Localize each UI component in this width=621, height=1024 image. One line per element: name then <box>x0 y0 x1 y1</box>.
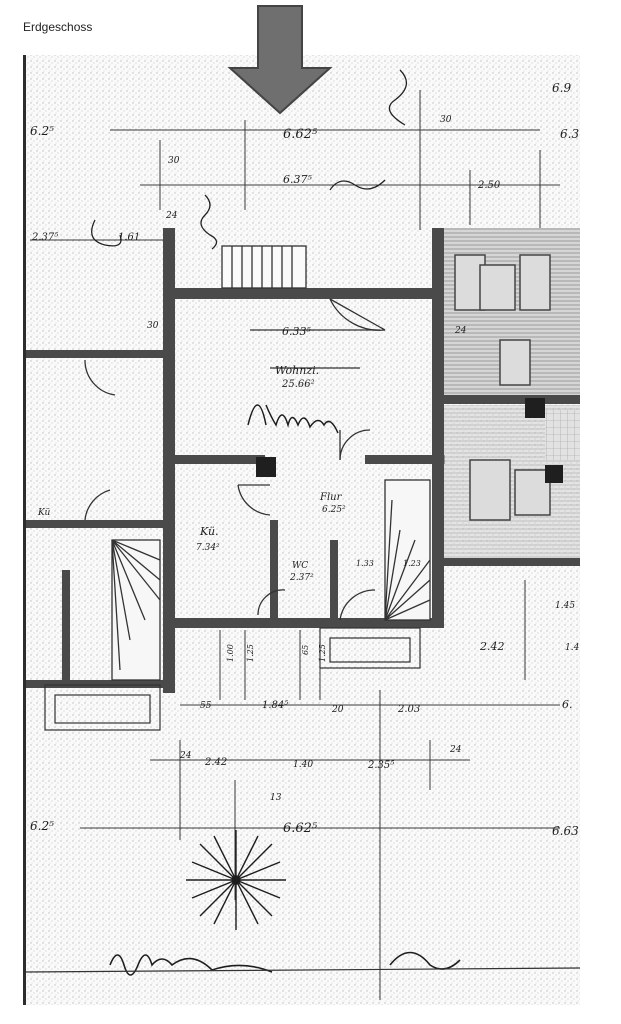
right-house-furniture <box>454 254 551 521</box>
dim-24-lower-right: 24 <box>449 745 462 755</box>
room-label-kueche: Kü. <box>199 525 219 538</box>
living-room-details <box>250 329 380 369</box>
walls-center-house <box>163 228 445 693</box>
room-area-wc: 2.37² <box>289 573 314 583</box>
dim-24-lower: 24 <box>179 751 192 761</box>
internal-doors <box>84 359 376 621</box>
room-label-flur: Flur <box>319 492 343 503</box>
dim-1-845: 1.84⁵ <box>262 700 288 711</box>
dim-2-03: 2.03 <box>397 704 420 715</box>
spiral-stair-center <box>384 479 431 621</box>
dim-30-left: 30 <box>147 321 159 331</box>
walls-left-house <box>26 350 166 688</box>
chimney-center <box>256 457 276 477</box>
dim-1-45: 1.45 <box>555 601 575 611</box>
room-area-wohnzimmer: 25.66² <box>281 379 315 390</box>
dim-2-42-right: 2.42 <box>479 640 505 653</box>
dim-24-mid: 24 <box>454 326 467 336</box>
dim-1-61: 1.61 <box>118 232 140 243</box>
dim-6-25-left: 6.2⁵ <box>30 819 54 833</box>
dim-1-40: 1.40 <box>293 760 313 770</box>
dim-55: 55 <box>200 701 212 711</box>
dim-13: 13 <box>270 793 282 803</box>
scribble-top-left <box>91 194 218 250</box>
scan-left-edge <box>23 55 26 1005</box>
dim-2-37: 2.37⁵ <box>31 232 58 243</box>
dim-1-25: 1.25 <box>246 644 255 662</box>
dim-2-42: 2.42 <box>204 757 227 768</box>
room-label-wc: WC <box>292 561 308 571</box>
dim-6-6-right: 6.63 <box>552 824 579 838</box>
dimension-lines-top <box>30 90 560 241</box>
bottom-rule <box>25 967 581 973</box>
dim-1-23: 1.23 <box>403 559 421 568</box>
room-area-kueche: 7.34² <box>196 543 220 553</box>
top-stair <box>221 245 307 289</box>
room-label-wohnzimmer: Wohnzi. <box>275 364 319 377</box>
handwritten-note <box>247 404 339 434</box>
dim-24-upper: 24 <box>165 211 178 221</box>
dim-2-35: 2.35⁵ <box>367 760 394 771</box>
neighbor-label: Kü <box>37 508 51 518</box>
dim-living-width: 6.33⁵ <box>282 325 311 338</box>
page-title: Erdgeschoss <box>23 20 93 34</box>
dimension-lines-bottom <box>80 580 560 1000</box>
dim-20: 20 <box>331 705 344 715</box>
signature-scribble <box>109 951 461 976</box>
room-area-flur: 6.25² <box>322 505 346 515</box>
spiral-stair-left <box>111 539 161 681</box>
dim-top-center-1: 6.62⁵ <box>283 127 318 142</box>
dim-2-50: 2.50 <box>477 180 501 191</box>
dim-6-62-bottom: 6.62⁵ <box>283 821 318 836</box>
compass-icon <box>186 830 286 930</box>
chimney-right-top <box>525 398 545 418</box>
scribble-top-right <box>329 69 407 191</box>
dim-6-right-mid: 6. <box>562 698 573 711</box>
dim-top-right-2: 6.3 <box>560 127 579 141</box>
dim-65: 65 <box>301 645 310 655</box>
dim-1-4: 1.4 <box>565 643 580 653</box>
dim-1-25b: 1.25 <box>318 644 327 662</box>
dim-top-center-2: 6.37⁵ <box>283 173 312 186</box>
chimney-right-mid <box>545 465 563 483</box>
dim-30-top: 30 <box>168 156 180 166</box>
dim-30-right: 30 <box>440 115 452 125</box>
down-arrow-icon <box>227 5 333 115</box>
dim-1-33: 1.33 <box>356 559 374 568</box>
right-house-tiles <box>545 410 580 460</box>
dim-1-00: 1.00 <box>226 644 235 662</box>
walls-right-house <box>444 395 580 566</box>
dim-top-right-1: 6.9 <box>552 81 571 95</box>
dim-top-left: 6.2⁵ <box>30 124 54 138</box>
